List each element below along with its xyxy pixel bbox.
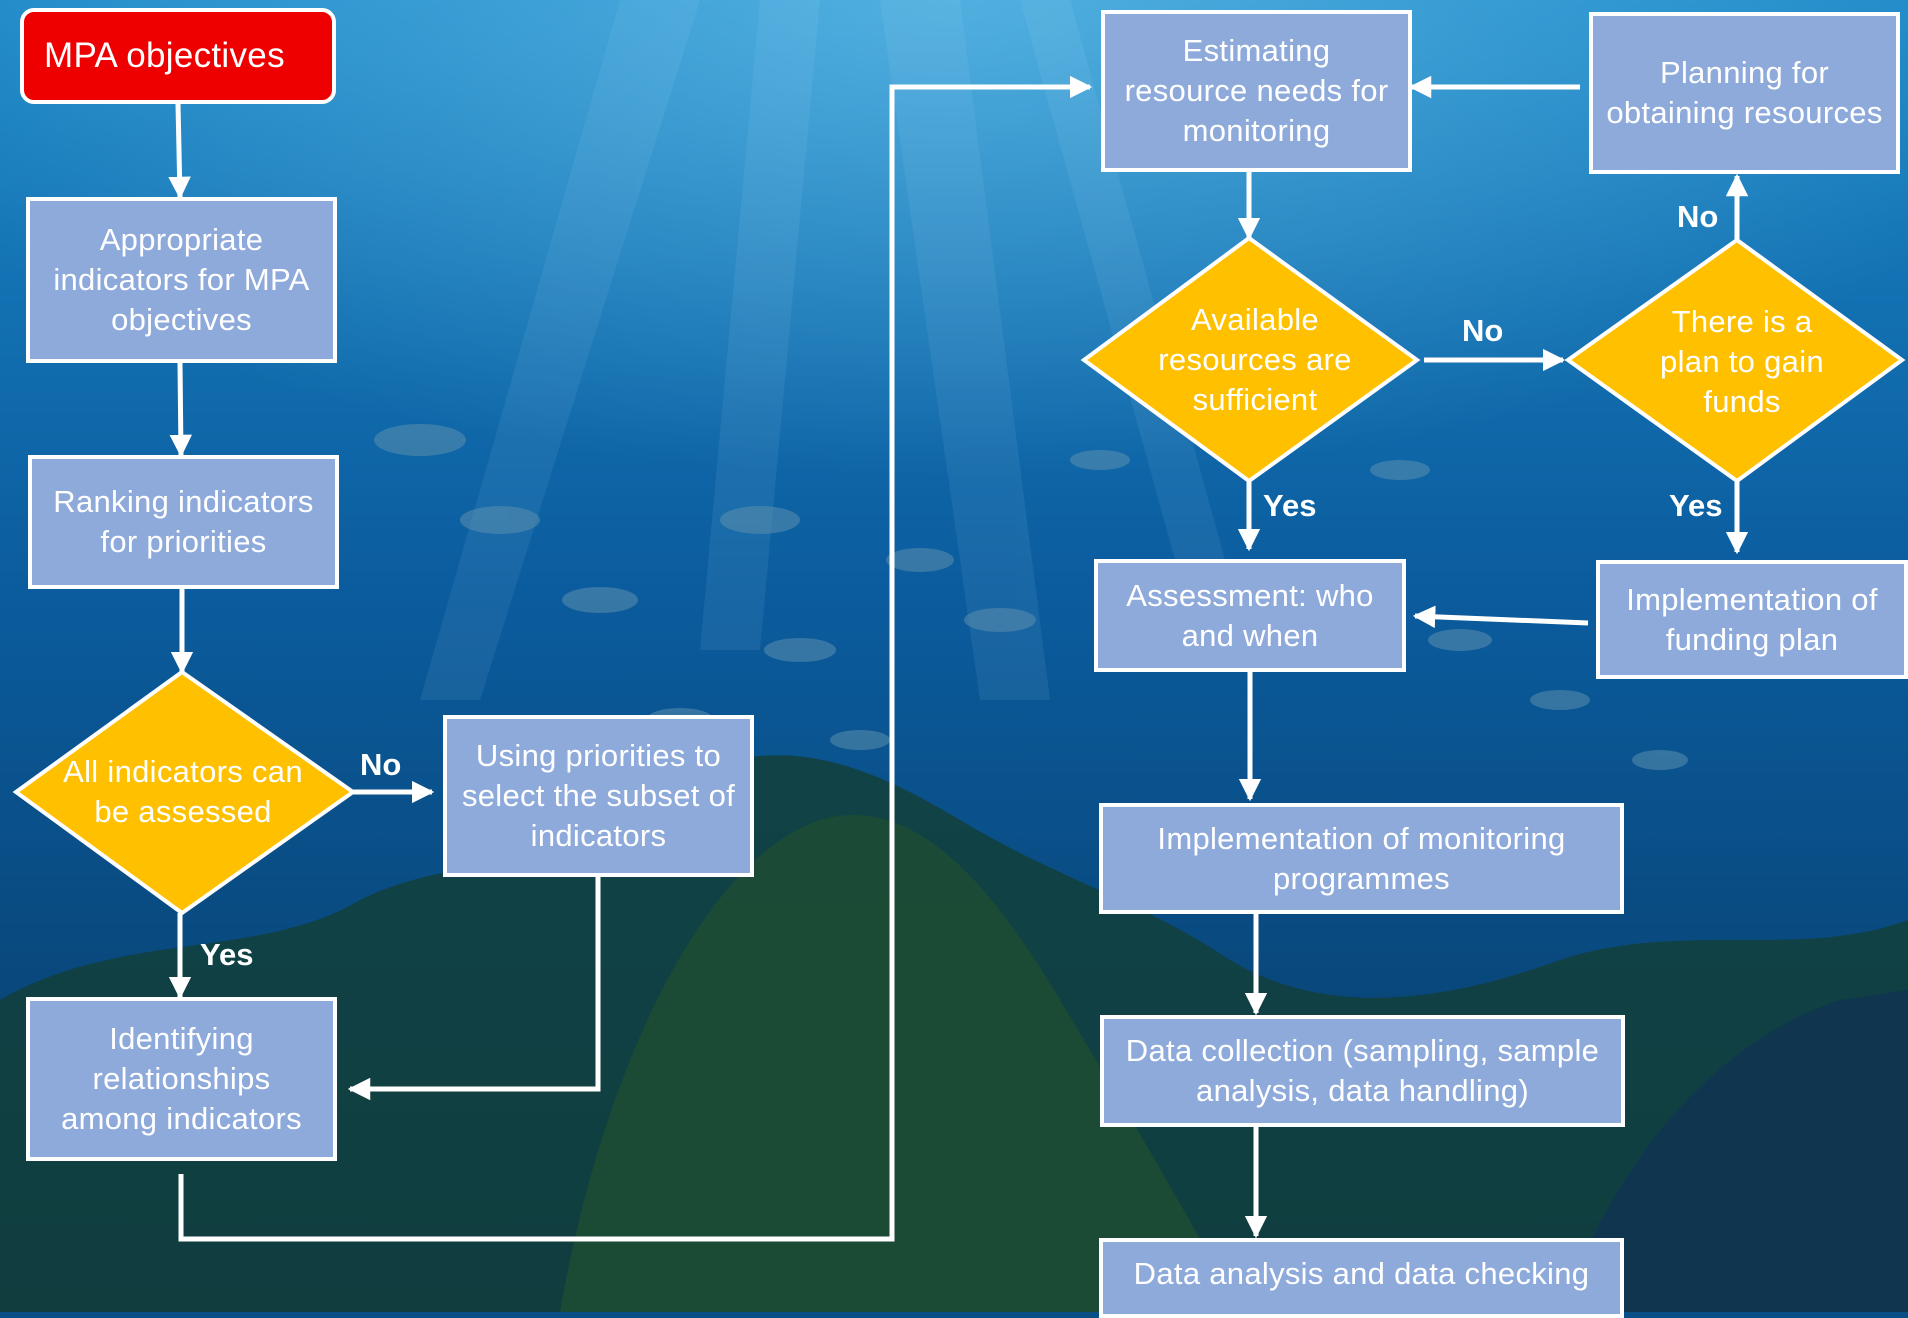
box-using-priorities: Using priorities to select the subset of…	[443, 715, 754, 877]
box-implementation-monitoring: Implementation of monitoring programmes	[1099, 803, 1624, 914]
box-data-analysis: Data analysis and data checking	[1099, 1238, 1624, 1318]
box-assessment-who-when: Assessment: who and when	[1094, 559, 1406, 672]
reef	[0, 755, 1908, 1312]
arrow-priorities-to-identifying	[347, 877, 601, 1101]
arrow-funding-to-assessment	[1412, 605, 1589, 629]
arrow-appropriate-to-ranking	[169, 362, 193, 458]
decision-diamond-funds	[1564, 237, 1906, 484]
box-implementation-funding-plan: Implementation of funding plan	[1596, 560, 1908, 679]
edge-label-indicators-yes: Yes	[200, 937, 254, 972]
decision-text-resources: Available resources are sufficient	[1158, 302, 1352, 417]
box-estimating-resource-needs: Estimating resource needs for monitoring	[1101, 10, 1412, 172]
decision-text-funds: There is a plan to gain funds	[1660, 304, 1824, 419]
arrow-objectives-to-appropriate	[168, 103, 191, 200]
edge-label-funds-yes: Yes	[1669, 488, 1723, 523]
edge-label-resources-yes: Yes	[1263, 488, 1317, 523]
arrow-identifying-to-estimating	[178, 75, 1093, 1242]
edge-label-indicators-no: No	[360, 747, 402, 782]
box-ranking-indicators: Ranking indicators for priorities	[28, 455, 339, 589]
box-appropriate-indicators: Appropriate indicators for MPA objective…	[26, 197, 337, 363]
decision-diamond-resources	[1080, 235, 1421, 484]
decision-diamond-indicators	[12, 669, 357, 916]
start-box-mpa-objectives: MPA objectives	[20, 8, 336, 104]
decision-text-indicators: All indicators can be assessed	[63, 754, 303, 829]
box-identifying-relationships: Identifying relationships among indicato…	[26, 997, 337, 1161]
box-data-collection: Data collection (sampling, sample analys…	[1100, 1015, 1625, 1127]
edge-label-resources-no: No	[1462, 313, 1504, 348]
box-planning-obtaining-resources: Planning for obtaining resources	[1589, 12, 1900, 174]
edge-label-funds-no: No	[1677, 199, 1719, 234]
